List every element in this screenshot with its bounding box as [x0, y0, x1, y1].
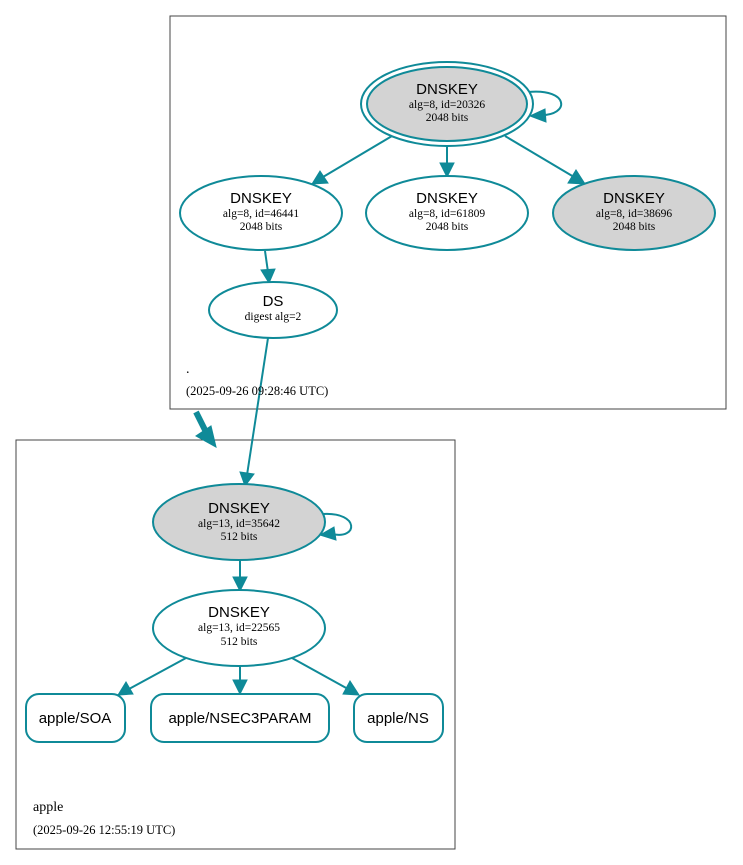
apple-ksk-self-arrowhead	[318, 526, 337, 541]
arrowhead-zsk-a-to-ds	[260, 268, 276, 285]
apple-zone-name: apple	[33, 800, 63, 815]
root-zsk-a-title: DNSKEY	[230, 190, 292, 207]
apple-soa-label: apple/SOA	[39, 710, 112, 727]
root-zsk-c-node: DNSKEY alg=8, id=38696 2048 bits	[552, 175, 716, 251]
root-zsk-c-alg: alg=8, id=38696	[596, 208, 672, 220]
apple-zsk-bits: 512 bits	[221, 636, 258, 648]
edge-zsk-a-to-ds	[264, 250, 269, 273]
arrowhead-apple-zsk-to-ns	[342, 680, 360, 696]
arrowhead-root-ksk-to-zsk-b	[439, 162, 455, 179]
edge-root-ksk-to-zsk-a	[322, 135, 393, 178]
edge-apple-zsk-to-soa	[128, 657, 187, 690]
apple-ksk-alg: alg=13, id=35642	[198, 518, 280, 530]
arrowhead-apple-ksk-to-zsk	[232, 576, 248, 593]
root-ksk-title: DNSKEY	[416, 81, 478, 98]
arrowhead-ds-to-apple-ksk	[239, 471, 255, 488]
apple-soa-node: apple/SOA	[25, 693, 126, 743]
apple-ksk-node: DNSKEY alg=13, id=35642 512 bits	[152, 483, 326, 561]
apple-ns-label: apple/NS	[367, 710, 429, 727]
arrowhead-apple-zsk-to-soa	[117, 681, 134, 696]
root-ds-title: DS	[263, 293, 284, 310]
root-zsk-b-bits: 2048 bits	[426, 221, 469, 233]
root-ksk-self-edge	[527, 90, 563, 117]
arrowhead-apple-zsk-to-nsec3param	[232, 679, 248, 696]
root-zsk-b-alg: alg=8, id=61809	[409, 208, 485, 220]
root-zsk-a-alg: alg=8, id=46441	[223, 208, 299, 220]
root-ds-node: DS digest alg=2	[208, 281, 338, 339]
apple-nsec3param-node: apple/NSEC3PARAM	[150, 693, 330, 743]
root-ds-digest: digest alg=2	[245, 311, 302, 323]
root-zsk-b-node: DNSKEY alg=8, id=61809 2048 bits	[365, 175, 529, 251]
arrowhead-root-ksk-to-zsk-a	[311, 170, 329, 185]
apple-zone-timestamp: (2025-09-26 12:55:19 UTC)	[33, 823, 175, 837]
apple-nsec3param-label: apple/NSEC3PARAM	[168, 710, 311, 727]
root-zsk-c-bits: 2048 bits	[613, 221, 656, 233]
edge-ds-to-apple-ksk	[246, 337, 269, 476]
apple-ksk-bits: 512 bits	[221, 531, 258, 543]
apple-ksk-title: DNSKEY	[208, 500, 270, 517]
root-zsk-c-title: DNSKEY	[603, 190, 665, 207]
root-zsk-a-node: DNSKEY alg=8, id=46441 2048 bits	[179, 175, 343, 251]
root-ksk-bits: 2048 bits	[426, 112, 469, 124]
root-zsk-a-bits: 2048 bits	[240, 221, 283, 233]
edge-root-ksk-to-zsk-c	[504, 135, 575, 178]
root-zone-timestamp: (2025-09-26 09:28:46 UTC)	[186, 384, 328, 398]
root-zsk-b-title: DNSKEY	[416, 190, 478, 207]
apple-zsk-title: DNSKEY	[208, 604, 270, 621]
root-zone-name: .	[186, 362, 190, 377]
apple-zsk-node: DNSKEY alg=13, id=22565 512 bits	[152, 589, 326, 667]
arrowhead-root-ksk-to-zsk-c	[567, 169, 586, 185]
root-ksk-alg: alg=8, id=20326	[409, 99, 485, 111]
apple-ksk-self-edge	[322, 512, 353, 536]
root-ksk-self-arrowhead	[528, 108, 547, 123]
delegation-arrowhead	[195, 425, 217, 448]
root-ksk-node: DNSKEY alg=8, id=20326 2048 bits	[360, 61, 534, 147]
edge-apple-zsk-to-ns	[291, 657, 349, 690]
apple-zsk-alg: alg=13, id=22565	[198, 622, 280, 634]
apple-ns-node: apple/NS	[353, 693, 444, 743]
